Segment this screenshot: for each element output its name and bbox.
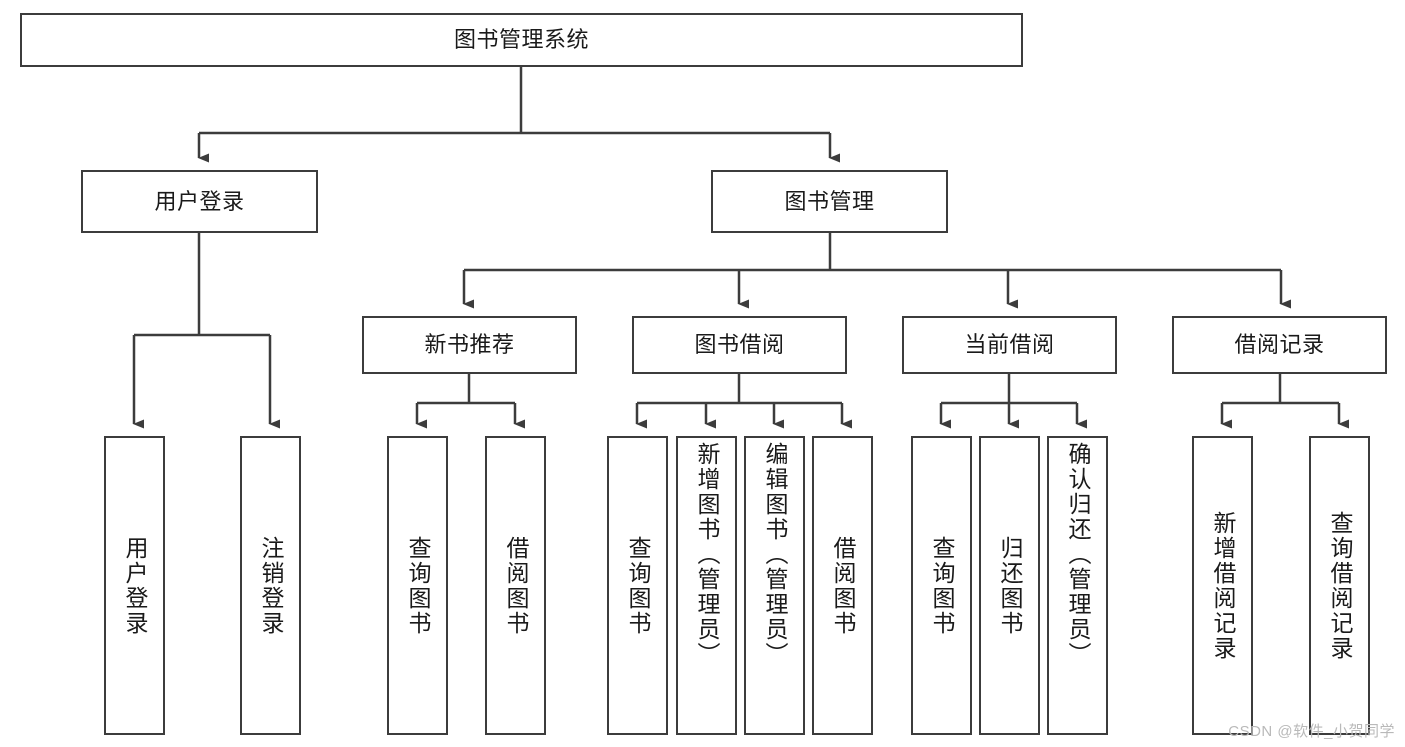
node-new-book-recommend-label: 新书推荐 <box>424 332 515 358</box>
leaf-current-borrow-3-label: 确认归还（管理员） <box>1065 442 1091 667</box>
leaf-book-borrow-3[interactable]: 编辑图书（管理员） <box>744 436 805 735</box>
leaf-current-borrow-1-label: 查询图书 <box>929 535 955 636</box>
leaf-current-borrow-3[interactable]: 确认归还（管理员） <box>1047 436 1108 735</box>
leaf-book-borrow-4-label: 借阅图书 <box>830 535 856 636</box>
leaf-user-login-1[interactable]: 用户登录 <box>104 436 165 735</box>
leaf-user-login-1-label: 用户登录 <box>122 535 148 636</box>
node-user-login[interactable]: 用户登录 <box>81 170 318 233</box>
leaf-book-borrow-2[interactable]: 新增图书（管理员） <box>676 436 737 735</box>
node-current-borrow[interactable]: 当前借阅 <box>902 316 1117 374</box>
leaf-current-borrow-1[interactable]: 查询图书 <box>911 436 972 735</box>
node-current-borrow-label: 当前借阅 <box>964 332 1055 358</box>
leaf-book-borrow-2-label: 新增图书（管理员） <box>694 442 720 667</box>
leaf-book-borrow-4[interactable]: 借阅图书 <box>812 436 873 735</box>
leaf-book-borrow-1-label: 查询图书 <box>625 535 651 636</box>
node-root[interactable]: 图书管理系统 <box>20 13 1023 67</box>
leaf-current-borrow-2-label: 归还图书 <box>997 535 1023 636</box>
node-root-label: 图书管理系统 <box>453 27 589 53</box>
node-book-borrow-label: 图书借阅 <box>694 332 785 358</box>
node-book-borrow[interactable]: 图书借阅 <box>632 316 847 374</box>
leaf-borrow-records-1[interactable]: 新增借阅记录 <box>1192 436 1253 735</box>
leaf-user-login-2[interactable]: 注销登录 <box>240 436 301 735</box>
node-borrow-records-label: 借阅记录 <box>1234 332 1325 358</box>
leaf-new-book-1-label: 查询图书 <box>405 535 431 636</box>
leaf-new-book-2[interactable]: 借阅图书 <box>485 436 546 735</box>
node-new-book-recommend[interactable]: 新书推荐 <box>362 316 577 374</box>
leaf-book-borrow-3-label: 编辑图书（管理员） <box>762 442 788 667</box>
watermark-text: CSDN @软件_小贺同学 <box>1228 723 1395 740</box>
node-borrow-records[interactable]: 借阅记录 <box>1172 316 1387 374</box>
node-user-login-label: 用户登录 <box>154 188 245 214</box>
node-book-management-label: 图书管理 <box>784 188 875 214</box>
leaf-user-login-2-label: 注销登录 <box>258 535 284 636</box>
leaf-current-borrow-2[interactable]: 归还图书 <box>979 436 1040 735</box>
leaf-new-book-2-label: 借阅图书 <box>503 535 529 636</box>
leaf-book-borrow-1[interactable]: 查询图书 <box>607 436 668 735</box>
leaf-borrow-records-1-label: 新增借阅记录 <box>1210 510 1236 661</box>
leaf-borrow-records-2[interactable]: 查询借阅记录 <box>1309 436 1370 735</box>
leaf-new-book-1[interactable]: 查询图书 <box>387 436 448 735</box>
leaf-borrow-records-2-label: 查询借阅记录 <box>1327 510 1353 661</box>
node-book-management[interactable]: 图书管理 <box>711 170 948 233</box>
